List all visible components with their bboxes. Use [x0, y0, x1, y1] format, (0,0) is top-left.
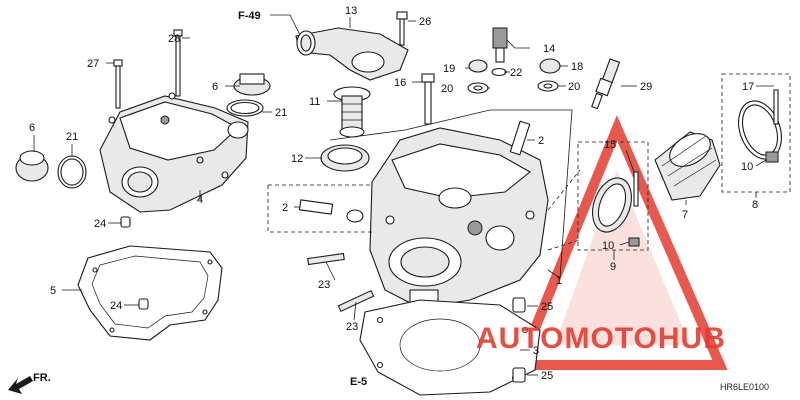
- callout-14: 14: [543, 43, 555, 55]
- gasket-3: [359, 299, 541, 396]
- callout-21-left: 21: [66, 131, 78, 143]
- callout-20-a: 20: [441, 83, 453, 95]
- callout-16: 16: [394, 77, 406, 89]
- callout-23-a: 23: [318, 279, 330, 291]
- callout-18: 18: [571, 61, 583, 73]
- watermark-logo: [512, 115, 728, 370]
- callout-15: 15: [604, 139, 616, 151]
- spark-plug-29: [591, 58, 621, 110]
- washer-22: [491, 67, 507, 77]
- o-ring-21-left: [57, 155, 87, 189]
- callout-23-b: 23: [346, 321, 358, 333]
- callout-20-b: 20: [568, 81, 580, 93]
- seal-12: [320, 144, 370, 172]
- reference-e5[interactable]: E-5: [350, 376, 367, 388]
- callout-12: 12: [291, 153, 303, 165]
- callout-6-top: 6: [212, 81, 218, 93]
- insulator-7: [654, 131, 721, 201]
- pipe-2-left: [298, 199, 364, 223]
- callout-1: 1: [556, 275, 562, 287]
- callout-22: 22: [510, 67, 522, 79]
- callout-3: 3: [533, 345, 539, 357]
- callout-11: 11: [309, 96, 320, 108]
- nut-18: [539, 58, 561, 74]
- bolt-28: [173, 29, 183, 97]
- diagram-code: HR6LE0100: [720, 382, 769, 392]
- front-direction-arrow-icon: [8, 376, 33, 394]
- callout-10-a: 10: [602, 240, 614, 252]
- bolt-27: [113, 59, 123, 109]
- cap-6-left: [15, 150, 49, 182]
- pipe-2-right: [509, 120, 531, 156]
- nut-19: [468, 59, 488, 73]
- callout-17: 17: [742, 81, 754, 93]
- callout-9: 9: [610, 261, 616, 273]
- watermark-text: AUTOMOTOHUB: [476, 322, 726, 355]
- washer-20-b: [537, 80, 559, 92]
- callout-24-b: 24: [110, 300, 122, 312]
- stud-23-b: [337, 289, 375, 313]
- callout-28: 28: [168, 33, 180, 45]
- gasket-5: [77, 245, 223, 341]
- o-ring-21-top: [226, 99, 264, 117]
- callout-19: 19: [443, 63, 455, 75]
- callout-29: 29: [640, 81, 652, 93]
- callout-8: 8: [752, 199, 758, 211]
- bolt-16: [421, 73, 435, 125]
- thermostat-housing-13: [295, 27, 409, 81]
- dowel-24-b: [138, 298, 149, 310]
- callout-6-left: 6: [29, 122, 35, 134]
- front-label: FR.: [33, 372, 51, 384]
- callout-13: 13: [345, 5, 357, 17]
- band-assembly-8: [721, 73, 791, 193]
- callout-labels: 13 26 28 27 6 21 6 21 4 11 12 16 19 20 1…: [29, 5, 758, 382]
- callout-2-right: 2: [538, 135, 544, 147]
- insulator-assembly-9: [577, 141, 649, 251]
- callout-24-a: 24: [94, 218, 106, 230]
- sensor-14: [492, 27, 508, 63]
- callout-26: 26: [419, 16, 431, 28]
- callout-4: 4: [197, 194, 203, 206]
- thermostat-11: [333, 86, 371, 138]
- cylinder-head-1: [369, 127, 549, 313]
- dowel-25-b: [512, 367, 526, 383]
- callout-10-b: 10: [741, 161, 753, 173]
- cap-6-top: [233, 73, 271, 96]
- callout-27: 27: [87, 58, 99, 70]
- head-cover-4: [99, 92, 249, 213]
- callout-25-b: 25: [541, 370, 553, 382]
- leader-lines: [33, 14, 774, 376]
- callout-21-top: 21: [275, 107, 287, 119]
- dowel-25-a: [512, 297, 526, 313]
- callout-5: 5: [50, 285, 56, 297]
- callout-7: 7: [682, 209, 688, 221]
- reference-f49[interactable]: F-49: [238, 10, 261, 22]
- callout-2-left: 2: [282, 202, 288, 214]
- dashed-guides: [267, 169, 581, 251]
- dowel-24-a: [120, 216, 131, 228]
- washer-20-a: [467, 82, 489, 94]
- callout-25-a: 25: [541, 301, 553, 313]
- bolt-26: [396, 11, 408, 46]
